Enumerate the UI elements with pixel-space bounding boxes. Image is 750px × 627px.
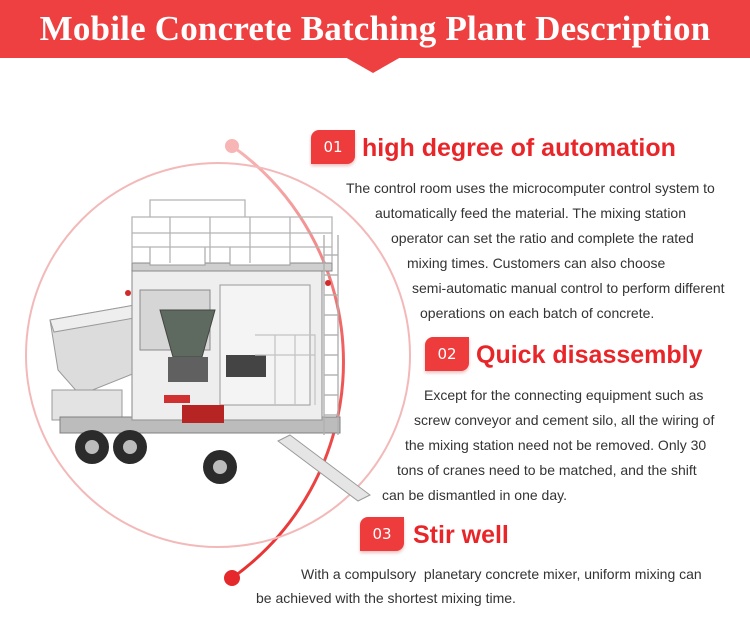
feature-line: semi-automatic manual control to perform… [412,280,725,296]
arc-bottom-dot [224,570,240,586]
outer-arc [231,144,345,580]
feature-line: screw conveyor and cement silo, all the … [414,412,715,428]
feature-number-badge: 03 [360,517,404,551]
feature-heading: Stir well [413,521,509,549]
header-banner: Mobile Concrete Batching Plant Descripti… [0,0,750,58]
feature-line: can be dismantled in one day. [382,487,567,503]
feature-heading: high degree of automation [362,134,676,162]
feature-line: Except for the connecting equipment such… [424,387,704,403]
feature-line: operations on each batch of concrete. [420,305,655,321]
feature-number-badge: 02 [425,337,469,371]
feature-line: be achieved with the shortest mixing tim… [256,590,516,606]
feature-line: automatically feed the material. The mix… [375,205,687,221]
inner-circle [25,162,411,548]
wheels [75,430,237,484]
feature-number-badge: 01 [311,130,355,164]
banner-notch [345,57,401,73]
mobile-batching-plant-illustration [49,199,371,502]
feature-heading: Quick disassembly [476,341,703,369]
feature-line: With a compulsory planetary concrete mix… [301,566,702,582]
page-title: Mobile Concrete Batching Plant Descripti… [39,9,711,48]
feature-line: The control room uses the microcomputer … [346,180,715,196]
feature-line: mixing times. Customers can also choose [407,255,666,271]
feature-line: operator can set the ratio and complete … [391,230,694,246]
feature-line: tons of cranes need to be matched, and t… [397,462,697,478]
arc-top-dot [225,139,239,153]
feature-line: the mixing station need not be removed. … [405,437,707,453]
